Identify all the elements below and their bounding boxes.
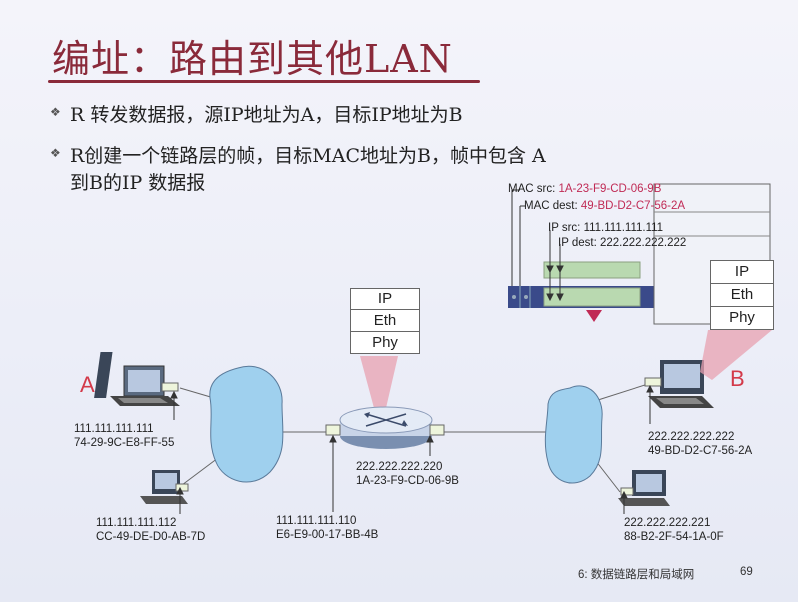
- router-icon: [339, 406, 433, 449]
- link-a-cloud: [179, 387, 215, 399]
- host-b-computer-icon: [648, 360, 714, 408]
- router-left-address: 111.111.111.110 E6-E9-00-17-BB-4B: [276, 514, 378, 542]
- router-left-mac: E6-E9-00-17-BB-4B: [276, 529, 379, 541]
- address-pointers: [170, 384, 654, 514]
- ip-src-label: IP src: 111.111.111.111: [548, 222, 664, 234]
- mac-src-line: MAC src: 1A-23-F9-CD-06-9B: [508, 182, 661, 196]
- bullet-diamond-icon: ❖: [50, 146, 61, 160]
- ip-dest-label: IP dest: 222.222.222.222: [558, 237, 687, 249]
- mac-src-value: 1A-23-F9-CD-06-9B: [558, 183, 662, 195]
- link-cloud-b: [597, 383, 649, 401]
- host-b-nic: [644, 377, 662, 387]
- stack-layer-eth: Eth: [711, 284, 773, 307]
- stack-layer-ip: IP: [351, 289, 419, 310]
- stack-layer-ip: IP: [711, 261, 773, 284]
- host-b-ip: 222.222.222.222: [648, 431, 735, 443]
- bullet-2: ❖ R创建一个链路层的帧，目标MAC地址为B，帧中包含 A: [50, 141, 546, 168]
- router-right-interface: [429, 424, 445, 436]
- frame-payload: [543, 287, 641, 307]
- host-b-mac: 49-BD-D2-C7-56-2A: [648, 445, 753, 457]
- bullet-diamond-icon: ❖: [50, 105, 61, 119]
- bullet-2-text-cont: 到B的IP 数据报: [70, 172, 206, 194]
- host-a-nic: [161, 382, 179, 392]
- host-a2-address: 111.111.111.112 CC-49-DE-D0-AB-7D: [96, 516, 205, 544]
- mac-dest-value: 49-BD-D2-C7-56-2A: [580, 200, 686, 212]
- slide-title: 编址：路由到其他LAN: [52, 37, 453, 81]
- frame-graphic: [508, 261, 654, 322]
- bullet-1-text: R 转发数据报，源IP地址为A，目标IP地址为B: [70, 104, 463, 126]
- subnet-right-cloud: [544, 385, 603, 484]
- frame-down-arrow: [586, 310, 602, 322]
- host-a-label: A: [80, 372, 95, 397]
- stack-layer-phy: Phy: [729, 309, 755, 326]
- router-right-mac: 1A-23-F9-CD-06-9B: [356, 475, 459, 487]
- footer-page-number: 69: [740, 566, 753, 578]
- host-a2-mac: CC-49-DE-D0-AB-7D: [96, 531, 206, 543]
- stack-layer-phy: Phy: [372, 334, 398, 351]
- stack-layer-eth: Eth: [351, 310, 419, 332]
- host-a-mac: 74-29-9C-E8-FF-55: [74, 437, 175, 449]
- host-b2-nic: [620, 487, 634, 496]
- router-right-ip: 222.222.222.220: [356, 461, 443, 473]
- bullet-1: ❖ R 转发数据报，源IP地址为A，目标IP地址为B: [50, 100, 463, 127]
- bullet-2-text: R创建一个链路层的帧，目标MAC地址为B，帧中包含 A: [70, 145, 546, 167]
- host-b-stack-beam: [700, 330, 772, 380]
- router-protocol-stack: IP Eth Phy: [350, 288, 420, 354]
- network-links: [177, 383, 649, 493]
- host-b-label: B: [730, 366, 745, 391]
- subnet-left-cloud: [209, 365, 284, 483]
- router-right-address: 222.222.222.220 1A-23-F9-CD-06-9B: [356, 460, 459, 488]
- host-b-protocol-stack: IP Eth Phy: [710, 260, 774, 330]
- frame-leaders: [511, 189, 564, 302]
- host-b2-ip: 222.222.222.221: [624, 517, 711, 529]
- host-a2-ip: 111.111.111.112: [96, 517, 177, 529]
- host-b2-address: 222.222.222.221 88-B2-2F-54-1A-0F: [624, 516, 724, 544]
- host-a2-computer-icon: [140, 470, 188, 504]
- router-left-interface: [325, 424, 341, 436]
- router-stack-beam: [360, 356, 398, 408]
- mac-src-label: MAC src:: [508, 183, 556, 195]
- bullet-2-cont: 到B的IP 数据报: [70, 168, 205, 195]
- ip-datagram-bar: [543, 261, 641, 279]
- footer-chapter: 6: 数据链路层和局域网: [578, 569, 695, 581]
- mac-dest-label: MAC dest:: [524, 200, 578, 212]
- host-a2-nic: [175, 483, 189, 492]
- host-b2-computer-icon: [618, 470, 670, 506]
- host-a-address: 111.111.111.111 74-29-9C-E8-FF-55: [74, 422, 174, 450]
- host-a-computer-icon: [94, 352, 180, 406]
- router-left-ip: 111.111.111.110: [276, 515, 357, 527]
- title-underline: [48, 80, 480, 83]
- host-b2-mac: 88-B2-2F-54-1A-0F: [624, 531, 724, 543]
- mac-dest-line: MAC dest: 49-BD-D2-C7-56-2A: [524, 199, 685, 213]
- host-a-ip: 111.111.111.111: [74, 423, 154, 435]
- host-b-address: 222.222.222.222 49-BD-D2-C7-56-2A: [648, 430, 752, 458]
- link-a2-cloud: [177, 454, 223, 489]
